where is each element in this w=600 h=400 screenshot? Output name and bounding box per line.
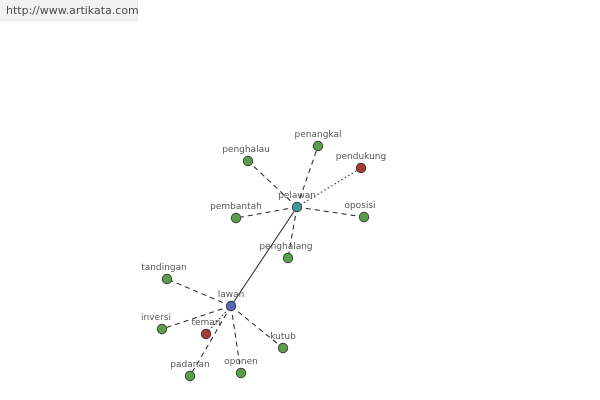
node-circle-pelawan[interactable] (291, 201, 303, 213)
node-penangkal[interactable]: penangkal (295, 130, 342, 152)
node-label-lawan[interactable]: lawan (218, 290, 245, 300)
node-circle-penangkal[interactable] (312, 140, 324, 152)
edge-pelawan-penangkal (296, 145, 319, 208)
node-circle-tandingan[interactable] (161, 273, 173, 285)
node-circle-kutub[interactable] (277, 342, 289, 354)
node-oponen[interactable]: oponen (224, 357, 258, 379)
node-label-padanan[interactable]: padanan (170, 360, 209, 370)
node-circle-oposisi[interactable] (358, 211, 370, 223)
node-label-teman[interactable]: teman (191, 318, 220, 328)
node-label-pendukung[interactable]: pendukung (336, 152, 386, 162)
node-circle-pendukung[interactable] (355, 162, 367, 174)
graph-edges (161, 145, 365, 377)
edge-pelawan-penghalau (247, 160, 298, 208)
node-penghalau[interactable]: penghalau (222, 145, 270, 167)
node-lawan[interactable]: lawan (218, 290, 245, 312)
node-kutub[interactable]: kutub (270, 332, 296, 354)
node-label-penghalang[interactable]: penghalang (259, 242, 312, 252)
node-label-oposisi[interactable]: oposisi (344, 201, 375, 211)
node-oposisi[interactable]: oposisi (344, 201, 376, 223)
edge-pelawan-pendukung (296, 167, 362, 208)
node-label-kutub[interactable]: kutub (270, 332, 296, 342)
node-label-penangkal[interactable]: penangkal (295, 130, 342, 140)
node-tandingan[interactable]: tandingan (141, 263, 187, 285)
node-circle-padanan[interactable] (184, 370, 196, 382)
node-pembantah[interactable]: pembantah (210, 202, 262, 224)
node-label-pelawan[interactable]: pelawan (278, 191, 316, 201)
edge-lawan-tandingan (166, 278, 232, 307)
edge-pelawan-oposisi (296, 206, 365, 218)
graph-nodes: penghalau penangkal pendukung pembantah opos… (141, 130, 386, 382)
edge-lawan-kutub (230, 305, 284, 349)
node-label-oponen[interactable]: oponen (224, 357, 258, 367)
node-pendukung[interactable]: pendukung (336, 152, 386, 174)
node-inversi[interactable]: inversi (141, 313, 171, 335)
node-circle-penghalau[interactable] (242, 155, 254, 167)
edge-lawan-inversi (161, 305, 232, 330)
edge-lawan-padanan (189, 305, 232, 377)
node-circle-lawan[interactable] (225, 300, 237, 312)
edge-lawan-pelawan (230, 206, 298, 307)
node-label-tandingan[interactable]: tandingan (141, 263, 187, 273)
node-label-penghalau[interactable]: penghalau (222, 145, 270, 155)
node-circle-inversi[interactable] (156, 323, 168, 335)
node-label-inversi[interactable]: inversi (141, 313, 171, 323)
node-circle-teman[interactable] (200, 328, 212, 340)
edge-lawan-oponen (230, 305, 242, 374)
node-padanan[interactable]: padanan (170, 360, 210, 382)
node-circle-penghalang[interactable] (282, 252, 294, 264)
node-label-pembantah[interactable]: pembantah (210, 202, 262, 212)
node-teman[interactable]: teman (191, 318, 221, 340)
node-circle-pembantah[interactable] (230, 212, 242, 224)
node-circle-oponen[interactable] (235, 367, 247, 379)
edge-pelawan-pembantah (235, 206, 298, 219)
node-penghalang[interactable]: penghalang (259, 242, 313, 264)
node-pelawan[interactable]: pelawan (278, 191, 316, 213)
source-url-link[interactable]: http://www.artikata.com (0, 0, 139, 21)
